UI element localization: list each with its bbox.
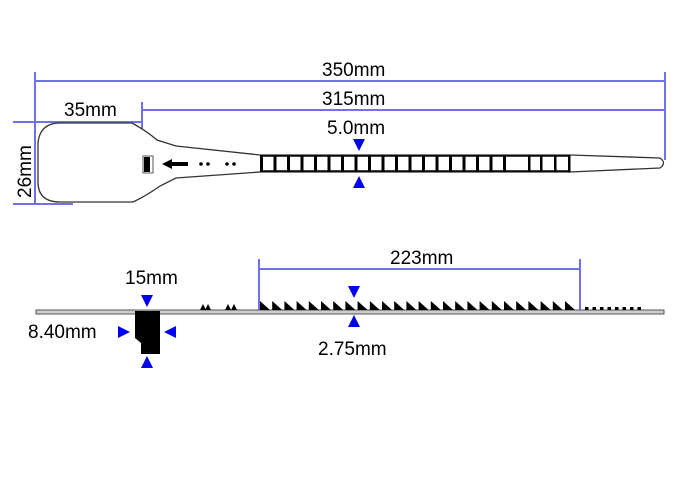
serration-tooth: [394, 301, 405, 310]
arrow-down-icon: [348, 286, 360, 298]
width-arrows: [353, 139, 365, 188]
ladder-bar: [314, 155, 317, 172]
serration-tooth: [540, 301, 551, 310]
ladder-bar: [381, 155, 385, 172]
arrow-right-icon: [118, 326, 130, 338]
serration-tooth: [443, 301, 453, 310]
ladder-bar: [408, 155, 412, 172]
arrow-up-icon: [353, 176, 365, 188]
serration-tooth: [345, 301, 356, 310]
lock-insert: [144, 157, 150, 172]
seal-outline-top: [37, 122, 665, 203]
tail-dot: [637, 307, 641, 310]
serration-tooth: [455, 301, 466, 310]
tail-dot: [600, 307, 604, 310]
dimension-lines-side: [258, 259, 581, 313]
serration-tooth: [565, 301, 575, 310]
serration-tooth: [260, 301, 270, 310]
serration-tooth: [516, 301, 527, 310]
ladder-bar: [568, 155, 571, 172]
serration-tooth: [418, 301, 429, 310]
ladder-bar: [327, 155, 331, 172]
arrow-up-icon: [348, 315, 360, 327]
serration-tooth: [296, 301, 307, 310]
label-serrated-length: 223mm: [390, 248, 453, 269]
tail-dot: [592, 307, 596, 310]
lock-body-side: [135, 311, 160, 354]
tail-dot: [585, 307, 589, 310]
arrow-down-icon: [141, 295, 153, 307]
ladder-bar: [503, 155, 506, 172]
ladder-bar: [462, 155, 466, 172]
label-strap-width: 5.0mm: [327, 118, 385, 139]
label-lock-width: 15mm: [125, 268, 178, 289]
strap-ladder: [260, 155, 571, 172]
insert-direction-arrow: [162, 159, 188, 169]
dimension-lines-top: [13, 72, 666, 205]
label-strap-thickness: 2.75mm: [318, 339, 387, 360]
ladder-bar: [422, 155, 425, 172]
strap-dots: [199, 162, 236, 166]
serration-tooth: [552, 301, 563, 310]
serration-tooth: [467, 301, 478, 310]
tail-dot: [615, 307, 619, 310]
label-head-height: 26mm: [15, 145, 36, 198]
serration-tooth: [308, 301, 319, 310]
serration-tooth: [333, 301, 344, 310]
serration-teeth: [260, 301, 641, 310]
ladder-bar: [449, 155, 452, 172]
serration-tooth: [430, 301, 441, 310]
small-teeth: [200, 304, 237, 310]
ladder-bar: [287, 155, 290, 172]
tail-dot: [622, 307, 626, 310]
ladder-bar: [260, 155, 263, 172]
serration-tooth: [357, 301, 368, 310]
serration-tooth: [491, 301, 502, 310]
label-lock-height: 8.40mm: [28, 322, 97, 343]
ladder-bar: [354, 155, 358, 172]
serration-tooth: [406, 301, 417, 310]
ladder-bar: [528, 155, 531, 172]
ladder-bar: [489, 155, 493, 172]
ladder-bar: [273, 155, 277, 172]
label-total-length: 350mm: [322, 60, 385, 81]
arrow-left-icon: [164, 326, 176, 338]
ladder-bar: [476, 155, 479, 172]
lock-arrows: [118, 286, 360, 368]
label-head-length: 35mm: [64, 100, 117, 121]
serration-tooth: [382, 301, 392, 310]
strap-side-profile: [35, 309, 665, 315]
arrow-down-icon: [353, 139, 365, 151]
ladder-bar: [554, 155, 557, 172]
tail-dot: [630, 307, 634, 310]
serration-tooth: [284, 301, 295, 310]
serration-tooth: [479, 301, 490, 310]
ladder-bar: [300, 155, 304, 172]
serration-tooth: [504, 301, 514, 310]
ladder-bar: [341, 155, 344, 172]
serration-tooth: [369, 301, 380, 310]
ladder-bar: [395, 155, 398, 172]
arrow-up-icon: [141, 356, 153, 368]
label-strap-length: 315mm: [322, 89, 385, 110]
ladder-bar: [435, 155, 439, 172]
serration-tooth: [272, 301, 283, 310]
serration-tooth: [321, 301, 331, 310]
ladder-bar: [540, 155, 543, 172]
serration-tooth: [528, 301, 539, 310]
tail-dot: [607, 307, 611, 310]
ladder-bar: [368, 155, 371, 172]
